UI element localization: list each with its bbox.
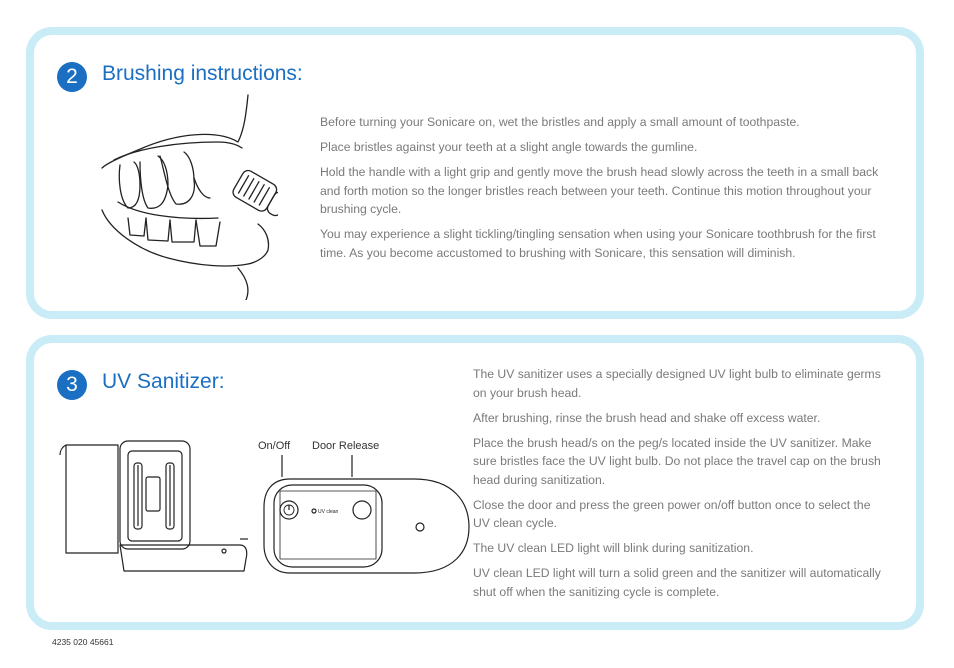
open-sanitizer-illustration (59, 440, 248, 572)
paragraph: You may experience a slight tickling/tin… (320, 227, 876, 260)
paragraph: Hold the handle with a light grip and ge… (320, 165, 879, 216)
paragraph: After brushing, rinse the brush head and… (473, 410, 821, 425)
paragraph: The UV sanitizer uses a specially design… (473, 367, 881, 400)
paragraph: Before turning your Sonicare on, wet the… (320, 115, 800, 129)
closed-sanitizer-illustration: UV clean (263, 455, 470, 574)
paragraph: Place bristles against your teeth at a s… (320, 140, 698, 154)
section-heading: UV Sanitizer: (102, 370, 225, 393)
part-number: 4235 020 45661 (52, 637, 114, 647)
uv-sanitizer-paragraphs: The UV sanitizer uses a specially design… (473, 365, 883, 608)
uv-clean-device-label: UV clean (318, 509, 339, 515)
door-release-callout: Door Release (312, 440, 380, 452)
step-number-badge: 3 (57, 370, 87, 400)
step-number-badge: 2 (57, 62, 87, 92)
paragraph: Close the door and press the green power… (473, 497, 871, 531)
on-off-callout: On/Off (258, 440, 291, 452)
section-heading: Brushing instructions: (102, 62, 303, 85)
uv-sanitizer-panel: 3 UV Sanitizer: On/Off Door Release (26, 335, 924, 630)
paragraph: UV clean LED light will turn a solid gre… (473, 566, 881, 599)
paragraph: Place the brush head/s on the peg/s loca… (473, 435, 881, 487)
paragraph: The UV clean LED light will blink during… (473, 541, 754, 555)
brushing-paragraphs: Before turning your Sonicare on, wet the… (320, 113, 890, 269)
teeth-brushing-illustration (101, 94, 278, 300)
brushing-instructions-panel: 2 Brushing instructions: (26, 27, 924, 319)
